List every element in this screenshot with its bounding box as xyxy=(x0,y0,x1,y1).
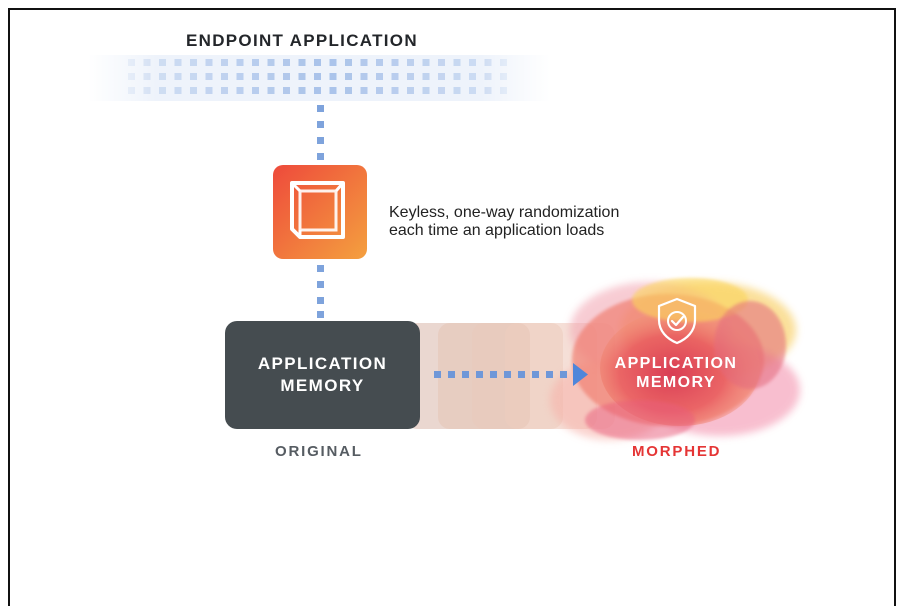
original-box-line-2: MEMORY xyxy=(280,376,365,395)
randomization-caption: Keyless, one-way randomization each time… xyxy=(389,204,619,240)
label-morphed: MORPHED xyxy=(632,443,722,460)
shield-check-icon xyxy=(657,297,697,345)
diagram-title: ENDPOINT APPLICATION xyxy=(186,31,418,50)
caption-line-1: Keyless, one-way randomization xyxy=(389,204,620,221)
original-memory-box: APPLICATION MEMORY xyxy=(225,321,420,429)
morph-arrow xyxy=(434,363,588,386)
original-box-line-1: APPLICATION xyxy=(257,354,388,373)
label-original: ORIGINAL xyxy=(275,443,363,460)
morphed-box-line-2: MEMORY xyxy=(636,374,716,391)
morphed-memory-text: APPLICATION MEMORY xyxy=(606,354,746,392)
connector-bottom xyxy=(317,265,324,318)
randomizer-cube-icon xyxy=(273,165,367,259)
morphed-box-line-1: APPLICATION xyxy=(614,355,738,372)
caption-line-2: each time an application loads xyxy=(389,222,605,239)
morphed-cloud xyxy=(550,278,800,440)
connector-top xyxy=(317,105,324,160)
arrow-right-icon xyxy=(573,363,588,386)
